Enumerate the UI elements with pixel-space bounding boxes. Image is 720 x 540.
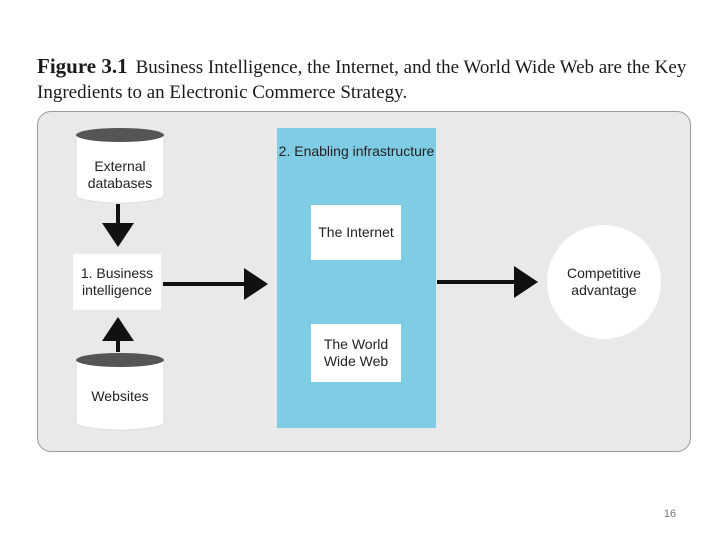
- page-number: 16: [663, 508, 677, 520]
- websites-label: Websites: [91, 388, 149, 404]
- external-databases-cylinder: [75, 128, 165, 204]
- business-intelligence-box: 1. Business intelligence: [73, 254, 161, 310]
- websites-cylinder: [75, 353, 165, 431]
- internet-box: The Internet: [311, 205, 401, 260]
- external-databases-label: External databases: [87, 158, 153, 191]
- world-wide-web-box: The World Wide Web: [311, 324, 401, 382]
- enabling-infrastructure-title: 2. Enabling infrastructure: [278, 143, 435, 159]
- figure-label: Figure 3.1: [37, 54, 128, 78]
- enabling-infrastructure-panel: [277, 128, 436, 428]
- competitive-advantage-circle: Competitive advantage: [547, 225, 661, 339]
- figure-caption-text: Business Intelligence, the Internet, and…: [37, 57, 687, 103]
